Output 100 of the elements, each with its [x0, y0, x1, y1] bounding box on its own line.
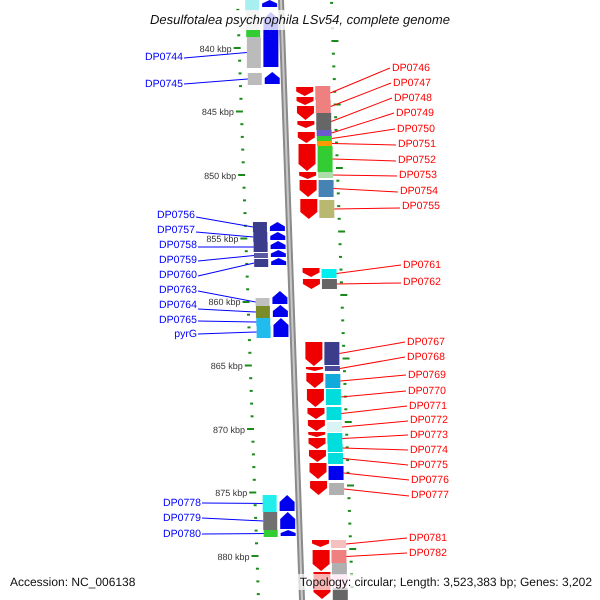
- leader-line: [338, 342, 406, 354]
- gene-label: DP0755: [402, 198, 440, 214]
- gene-label: DP0757: [157, 222, 195, 238]
- position-label: 845 kbp: [202, 107, 234, 117]
- gene-label: DP0773: [410, 427, 448, 443]
- gene-block: [316, 136, 332, 141]
- leader-line: [330, 68, 390, 94]
- position-label: 870 kbp: [212, 425, 246, 435]
- leader-line: [341, 420, 408, 428]
- leader-line: [333, 188, 398, 192]
- leader-line: [198, 255, 254, 262]
- gene-block: [328, 453, 344, 464]
- gene-label: DP0746: [392, 60, 430, 76]
- leader-line: [196, 216, 254, 228]
- leader-line: [184, 52, 248, 58]
- gene-label: DP0759: [159, 252, 197, 268]
- leader-line: [334, 208, 400, 210]
- gene-label: DP0753: [399, 167, 437, 183]
- gene-block: [263, 512, 278, 530]
- genome-info-text: Topology: circular; Length: 3,523,383 bp; Genes: 3,202: [298, 574, 594, 590]
- gene-block: [254, 259, 268, 267]
- gene-block: [262, 495, 277, 512]
- gene-block: [329, 483, 344, 495]
- gene-label: DP0763: [159, 282, 197, 298]
- gene-block: [245, 0, 260, 10]
- gene-label: DP0745: [145, 76, 183, 92]
- gene-block: [322, 269, 337, 278]
- leader-line: [198, 262, 255, 276]
- gene-block: [256, 318, 270, 326]
- leader-line: [331, 112, 394, 134]
- leader-line: [330, 98, 392, 122]
- leader-line: [330, 82, 392, 107]
- gene-label: DP0770: [408, 383, 446, 399]
- gene-label: pyrG: [174, 326, 197, 342]
- gene-label: DP0754: [400, 183, 438, 199]
- position-label: 860 kbp: [208, 297, 241, 307]
- gene-block: [256, 306, 270, 318]
- gene-label: DP0756: [157, 207, 195, 223]
- leader-line: [198, 246, 254, 248]
- position-label: 855 kbp: [206, 234, 238, 244]
- leader-line: [340, 390, 406, 398]
- gene-label: DP0767: [407, 334, 445, 350]
- leader-line: [346, 552, 408, 557]
- position-label: 880 kbp: [217, 552, 250, 562]
- gene-block: [256, 326, 271, 338]
- gene-block: [326, 422, 342, 432]
- leader-line: [198, 290, 256, 302]
- gene-block: [331, 540, 346, 548]
- gene-label: DP0775: [410, 457, 448, 473]
- gene-block: [326, 407, 342, 420]
- leader-line: [332, 143, 396, 146]
- gene-block: [332, 563, 347, 575]
- gene-label: DP0765: [159, 312, 197, 328]
- gene-block: [248, 73, 262, 85]
- gene-block: [252, 222, 267, 232]
- leader-line: [346, 538, 408, 544]
- position-label: 850 kbp: [204, 171, 236, 181]
- leader-line: [332, 174, 398, 176]
- gene-block: [327, 433, 342, 444]
- gene-label: DP0779: [163, 510, 201, 526]
- leader-line: [336, 282, 402, 284]
- leader-line: [342, 448, 408, 450]
- gene-block: [322, 279, 337, 289]
- leader-line: [342, 458, 408, 466]
- gene-block: [324, 366, 340, 371]
- leader-line: [196, 232, 254, 238]
- position-label: 875 kbp: [215, 488, 248, 498]
- leader-line: [202, 518, 264, 522]
- leader-line: [340, 374, 406, 382]
- gene-label: DP0748: [394, 90, 432, 106]
- leader-line: [198, 320, 257, 322]
- gene-block: [317, 141, 332, 146]
- leader-line: [198, 308, 256, 312]
- gene-block: [319, 200, 334, 218]
- gene-block: [318, 180, 334, 197]
- leader-line: [340, 406, 408, 414]
- gene-label: DP0758: [159, 237, 197, 253]
- gene-block: [316, 100, 331, 113]
- gene-label: DP0777: [411, 487, 449, 503]
- gene-label: DP0762: [403, 274, 441, 290]
- gene-label: DP0752: [398, 152, 436, 168]
- gene-label: DP0769: [408, 367, 446, 383]
- gene-label: DP0778: [163, 495, 201, 511]
- gene-label: DP0771: [409, 398, 447, 414]
- gene-label: DP0750: [397, 121, 435, 137]
- gene-label: DP0751: [398, 136, 436, 152]
- leader-line: [202, 502, 264, 504]
- gene-label: DP0761: [403, 257, 441, 273]
- diagram-title: Desulfotalea psychrophila LSv54, complete genome: [148, 10, 452, 30]
- leader-line: [344, 488, 410, 496]
- leader-line: [198, 332, 258, 334]
- gene-block: [316, 130, 332, 136]
- gene-label: DP0760: [159, 267, 197, 283]
- gene-label: DP0768: [407, 349, 445, 365]
- gene-label: DP0781: [409, 530, 447, 546]
- gene-label: DP0744: [145, 49, 183, 65]
- leader-line: [332, 158, 396, 162]
- gene-block: [264, 530, 278, 537]
- gene-block: [254, 253, 268, 258]
- gene-block: [328, 444, 343, 452]
